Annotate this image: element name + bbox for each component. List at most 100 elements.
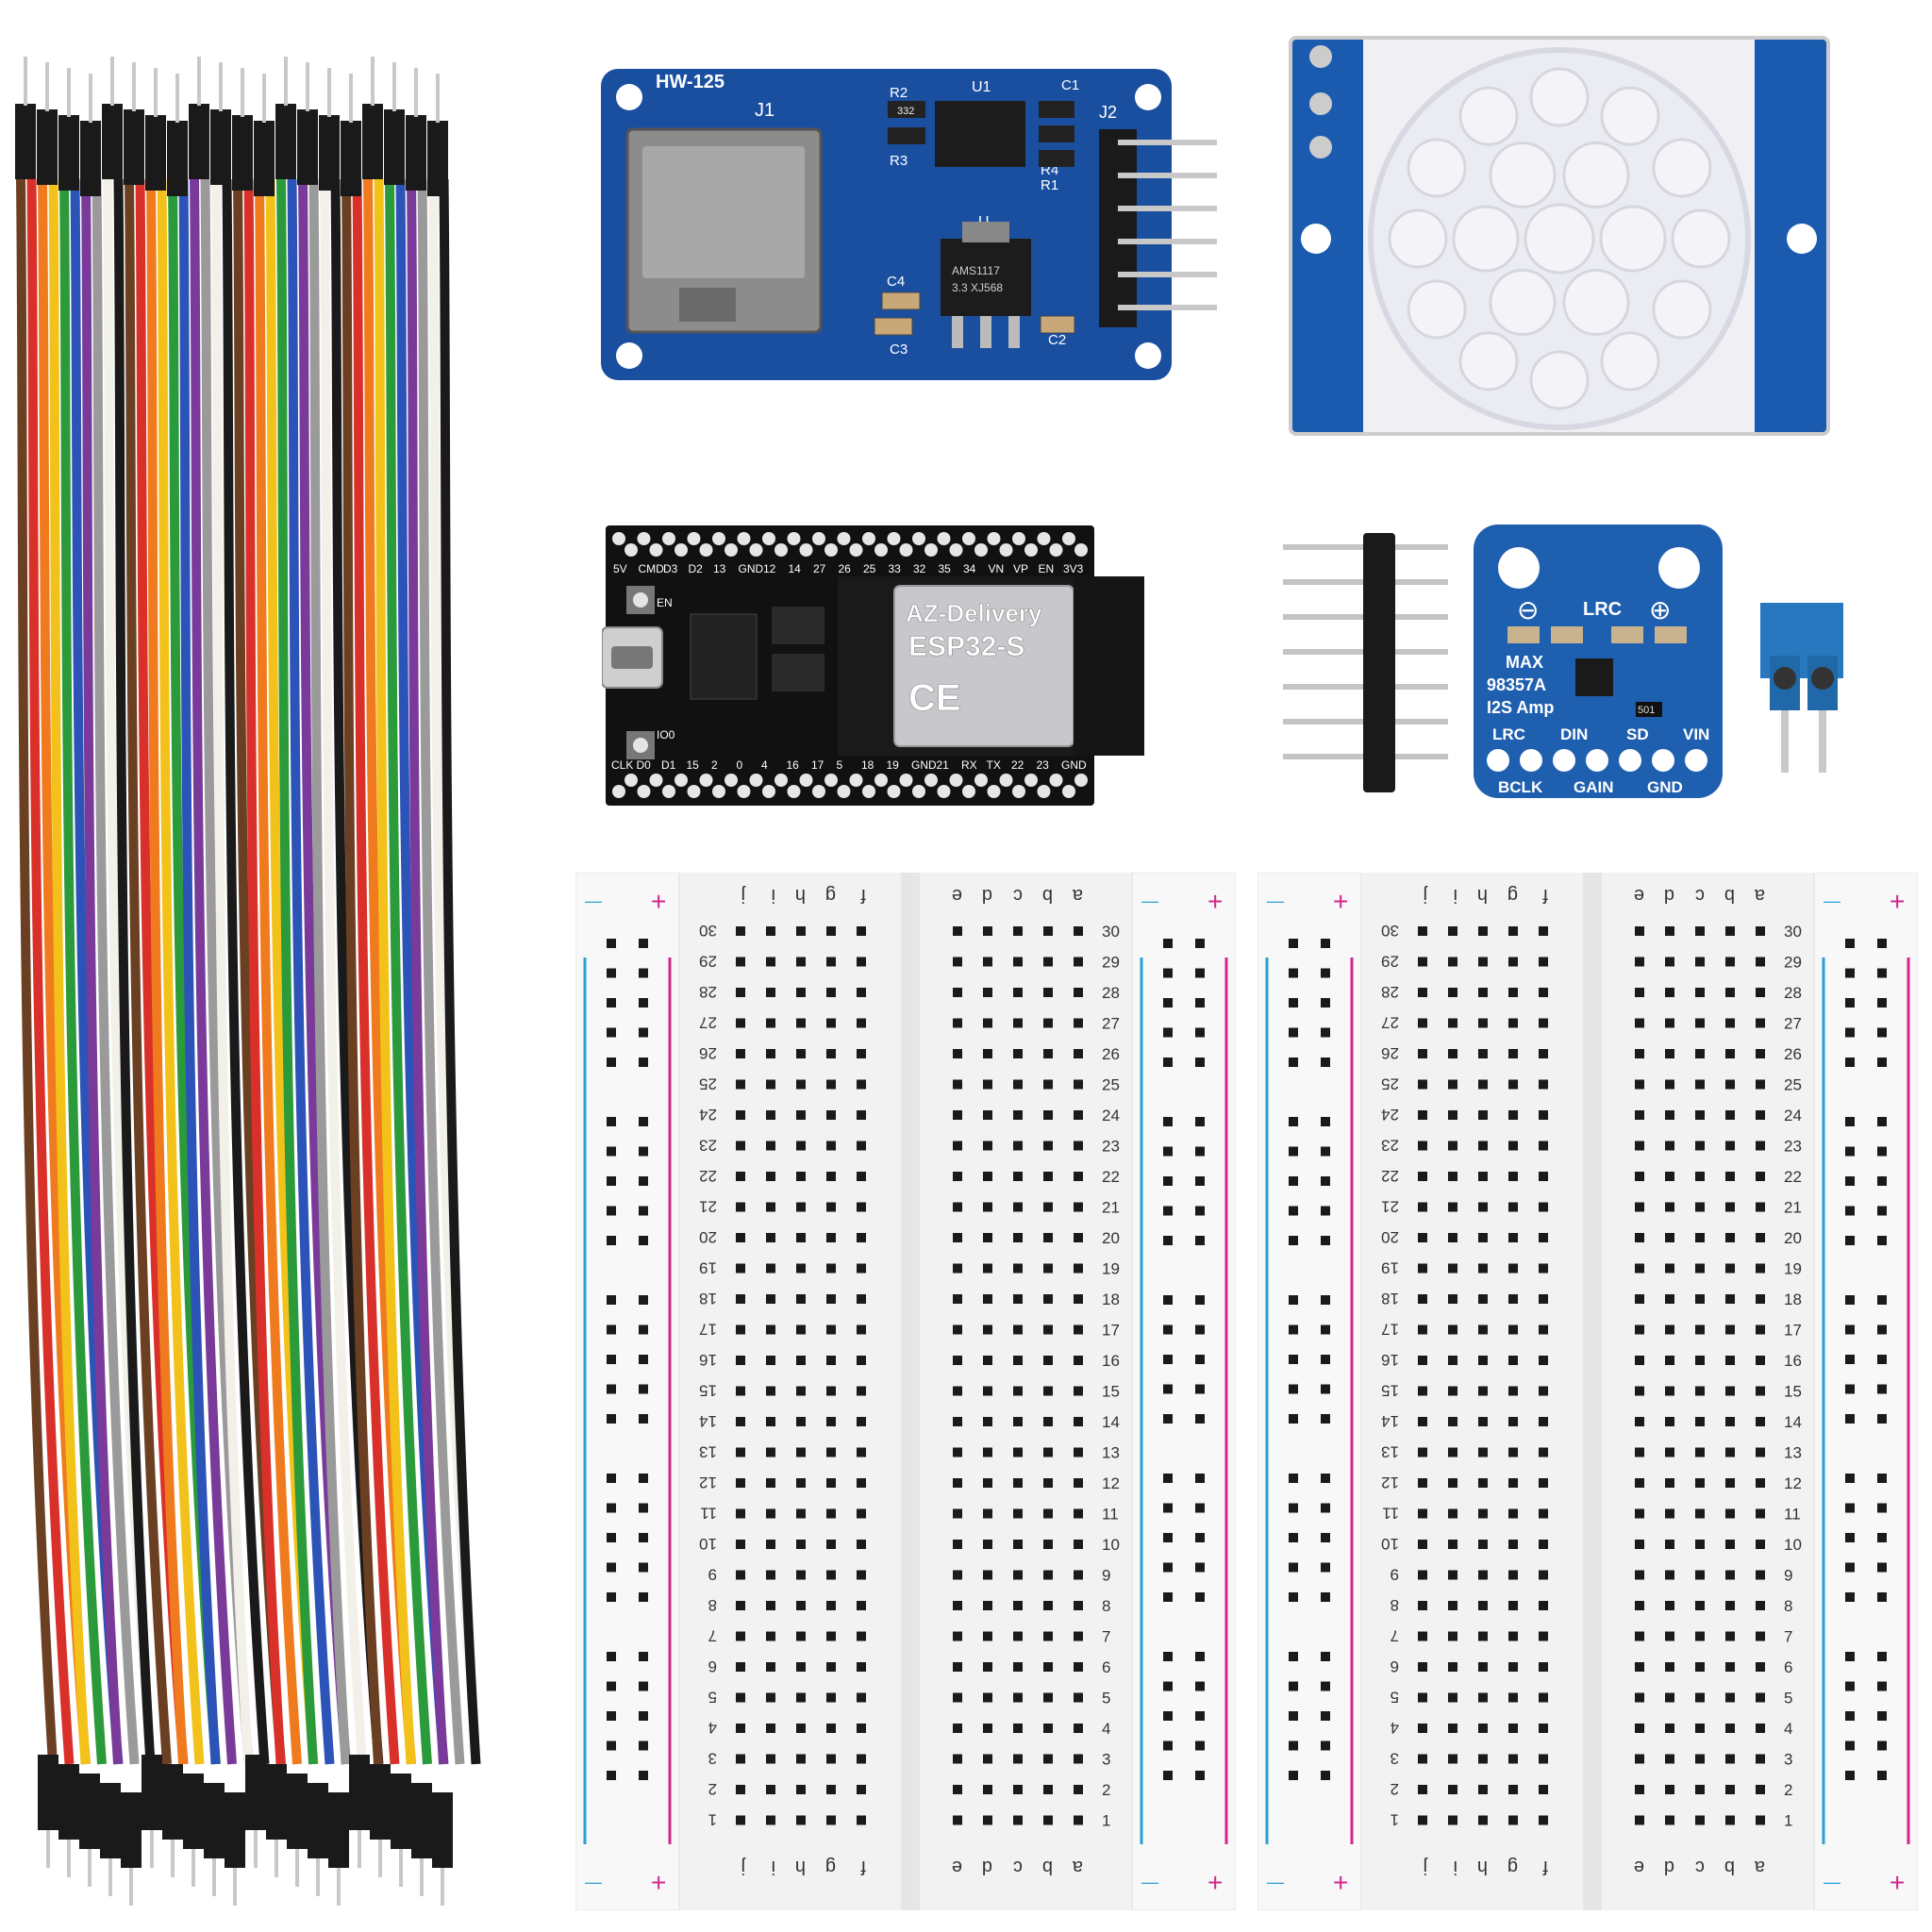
terminal-hole	[1665, 988, 1674, 997]
terminal-hole	[1756, 1110, 1765, 1120]
terminal-hole	[1043, 1508, 1053, 1519]
terminal-hole	[983, 1417, 992, 1426]
terminal-hole	[1074, 1202, 1083, 1212]
terminal-hole	[953, 1079, 962, 1090]
rail-hole	[1321, 1652, 1330, 1661]
regulator-marking: AMS1117	[952, 264, 1000, 277]
column-letter: e	[1634, 1857, 1644, 1877]
terminal-hole	[983, 926, 992, 936]
terminal-hole	[766, 1202, 775, 1212]
terminal-hole	[736, 1324, 745, 1335]
row-number: 28	[1784, 984, 1802, 1002]
terminal-hole	[1074, 1233, 1083, 1242]
esp32-pin-holes-top	[612, 532, 1088, 557]
screw	[1811, 667, 1834, 690]
rail-hole	[1845, 1058, 1855, 1067]
terminal-hole	[796, 1540, 806, 1549]
row-number: 26	[699, 1044, 717, 1062]
terminal-hole	[796, 1079, 806, 1090]
terminal-hole	[1635, 1263, 1644, 1274]
header-pins	[1118, 140, 1217, 310]
terminal-hole	[1635, 1662, 1644, 1672]
row-number: 21	[1381, 1198, 1399, 1216]
jumper-connectors-top	[15, 57, 448, 196]
rail-hole	[1845, 939, 1855, 948]
lens-facet	[1652, 138, 1712, 198]
row-number: 10	[1102, 1536, 1120, 1554]
terminal-hole	[857, 1508, 866, 1519]
en-label: EN	[657, 596, 673, 609]
amp-pin-label: BCLK	[1498, 778, 1543, 796]
terminal-hole	[1725, 1324, 1735, 1335]
row-number: 30	[699, 922, 717, 940]
terminal-hole	[1695, 1386, 1705, 1396]
rail-hole	[1845, 1681, 1855, 1691]
terminal-hole	[1043, 1233, 1053, 1242]
pin-hole	[862, 532, 875, 545]
terminal-hole	[736, 926, 745, 936]
rail-hole	[1845, 1533, 1855, 1542]
dupont-connector	[225, 1792, 245, 1868]
rail-hole	[1195, 1771, 1205, 1780]
terminal-hole	[953, 1233, 962, 1242]
amp-pin-label: LRC	[1492, 725, 1525, 743]
terminal-hole	[1418, 1631, 1427, 1641]
dupont-connector	[183, 1774, 204, 1849]
pin-label-bottom: 22	[1011, 758, 1024, 772]
terminal-hole	[1665, 1233, 1674, 1242]
terminal-hole	[1074, 926, 1083, 936]
terminal-hole	[983, 1631, 992, 1641]
jumper-wire	[374, 178, 416, 1765]
mount-hole	[1658, 547, 1700, 589]
jumper-wire	[157, 178, 205, 1765]
header-pin	[1118, 140, 1217, 145]
header-body	[1363, 533, 1395, 792]
terminal-hole	[1725, 1233, 1735, 1242]
row-number: 9	[1391, 1566, 1399, 1584]
terminal-hole	[1508, 1110, 1518, 1120]
rail-hole	[1195, 1236, 1205, 1245]
terminal-hole	[1695, 1724, 1705, 1733]
dupont-connector	[275, 104, 296, 179]
terminal-hole	[826, 1447, 836, 1457]
sd-model-label: HW-125	[656, 72, 724, 92]
terminal-hole	[1635, 957, 1644, 967]
terminal-hole	[953, 1785, 962, 1794]
regulator-marking-sub: 3.3 XJ568	[952, 281, 1003, 294]
terminal-hole	[1695, 926, 1705, 936]
terminal-hole	[796, 1356, 806, 1365]
rail-hole	[1289, 1206, 1298, 1216]
terminal-hole	[983, 1754, 992, 1764]
terminal-hole	[1074, 1079, 1083, 1090]
rail-hole	[1163, 1562, 1173, 1573]
column-letter: i	[772, 1857, 775, 1877]
rail-hole	[1289, 1711, 1298, 1721]
dupont-connector	[427, 121, 448, 196]
lens-facet	[1600, 331, 1660, 391]
amp-pin-label: DIN	[1560, 725, 1588, 743]
terminal-hole	[1418, 1294, 1427, 1304]
terminal-hole	[857, 988, 866, 997]
terminal-hole	[983, 1447, 992, 1457]
dupont-connector	[384, 109, 405, 185]
rail-hole	[1877, 968, 1887, 978]
terminal-hole	[857, 1662, 866, 1672]
rail-hole	[607, 1355, 616, 1364]
terminal-hole	[1635, 1324, 1644, 1335]
terminal-hole	[1635, 1079, 1644, 1090]
rail-hole	[607, 1533, 616, 1542]
terminal-hole	[1756, 1049, 1765, 1058]
terminal-hole	[1013, 988, 1023, 997]
terminal-hole	[1013, 1754, 1023, 1764]
terminal-hole	[1043, 1601, 1053, 1610]
rail-hole	[1877, 1355, 1887, 1364]
terminal-hole	[766, 1447, 775, 1457]
rail-hole	[1877, 1236, 1887, 1245]
rail-hole	[1845, 1236, 1855, 1245]
terminal-hole	[1539, 1386, 1548, 1396]
row-number: 23	[1381, 1137, 1399, 1155]
terminal-hole	[857, 1049, 866, 1058]
dupont-connector	[58, 1764, 79, 1840]
terminal-hole	[796, 1631, 806, 1641]
